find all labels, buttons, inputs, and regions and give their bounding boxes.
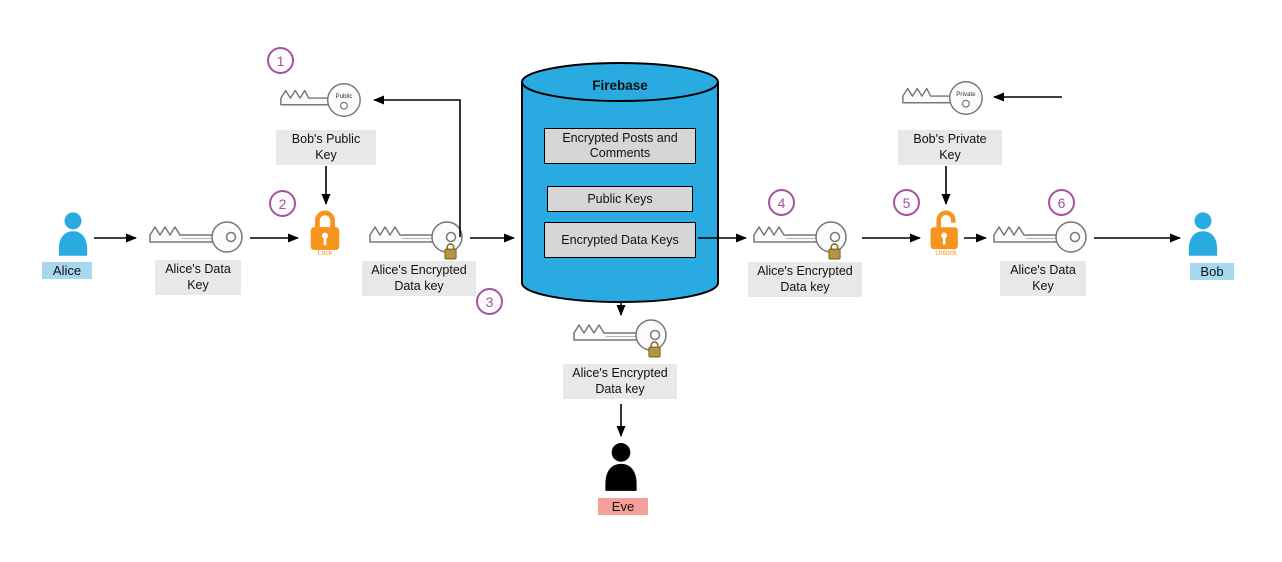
step-1-badge: 1 (267, 47, 294, 74)
step-5-badge: 5 (893, 189, 920, 216)
lock-icon: Lock (306, 208, 344, 257)
bob-person-icon (1186, 211, 1220, 259)
step-4-badge: 4 (768, 189, 795, 216)
firebase-database: Firebase Encrypted Posts and Comments Pu… (520, 60, 720, 305)
firebase-store-public-keys: Public Keys (547, 186, 693, 212)
eve-person-icon (602, 442, 640, 494)
encrypted-padlock-icon (648, 341, 661, 358)
alice-encrypted-key-right-icon (750, 219, 850, 260)
alice-person-icon (56, 211, 90, 259)
alice-encrypted-key-left-icon (366, 219, 466, 260)
alice-encrypted-key-right-label: Alice's Encrypted Data key (748, 262, 862, 298)
alice-data-key-icon (146, 219, 246, 255)
step-6-badge: 6 (1048, 189, 1075, 216)
alice-data-key-label: Alice's Data Key (155, 260, 241, 296)
encrypted-padlock-icon (828, 243, 841, 260)
firebase-store-posts: Encrypted Posts and Comments (544, 128, 696, 164)
encrypted-padlock-icon (444, 243, 457, 260)
step-3-badge: 3 (476, 288, 503, 315)
alice-label: Alice (42, 262, 92, 279)
alice-data-key-right-icon (990, 219, 1090, 255)
unlock-icon: Unlock (926, 208, 966, 257)
bobs-public-key-label: Bob's Public Key (276, 130, 376, 166)
bob-label: Bob (1190, 263, 1234, 280)
firebase-cylinder (521, 62, 719, 303)
alice-encrypted-key-left-label: Alice's Encrypted Data key (362, 261, 476, 297)
firebase-title: Firebase (592, 78, 648, 93)
alice-data-key-right-label: Alice's Data Key (1000, 261, 1086, 297)
bobs-private-key-icon: Private (900, 78, 986, 118)
bobs-private-key-label: Bob's Private Key (898, 130, 1002, 166)
bobs-public-key-icon: Public (278, 80, 364, 120)
firebase-store-data-keys: Encrypted Data Keys (544, 222, 696, 258)
public-key-tag: Public (335, 93, 352, 100)
eve-label: Eve (598, 498, 648, 515)
step-2-badge: 2 (269, 190, 296, 217)
unlock-caption: Unlock (935, 250, 957, 257)
private-key-tag: Private (956, 91, 976, 98)
lock-caption: Lock (317, 250, 333, 257)
arrow-firebase-to-publickey (373, 95, 461, 237)
alice-encrypted-key-bottom-icon (570, 317, 670, 358)
alice-encrypted-key-bottom-label: Alice's Encrypted Data key (563, 364, 677, 400)
